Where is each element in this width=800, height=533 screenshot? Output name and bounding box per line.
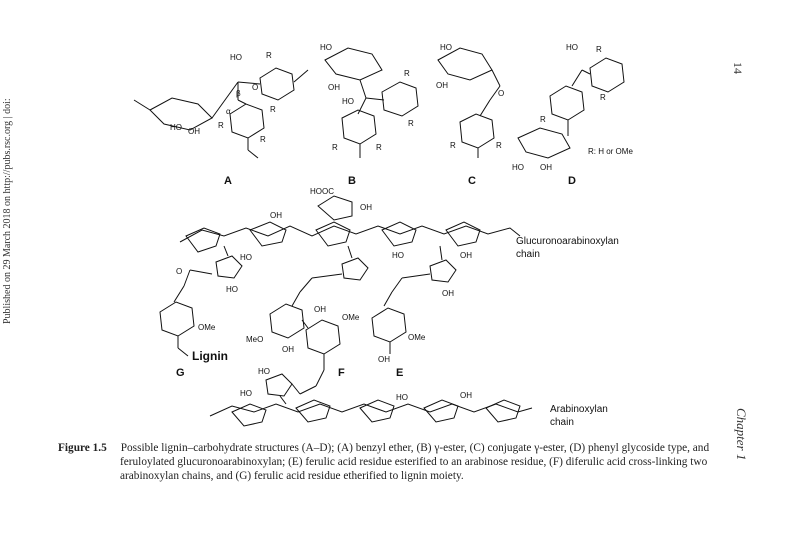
arabinoxylan-chain: HO HO HO OH Arabinoxylan chain (209, 367, 608, 428)
structure-c: HO OH O R R C (436, 43, 504, 187)
atom-r: R (540, 115, 546, 124)
atom-oh: OH (460, 251, 472, 260)
atom-ho: HO (512, 163, 524, 172)
atom-r: R (376, 143, 382, 152)
structure-label-f: F (338, 367, 345, 379)
atom-ome: OMe (198, 323, 216, 332)
substituent-note: R: H or OMe (588, 147, 633, 156)
atom-beta: β (236, 89, 241, 98)
atom-oh: OH (460, 391, 472, 400)
atom-ho: HO (342, 97, 354, 106)
running-header-chapter: Chapter 1 (734, 408, 749, 461)
atom-ho: HO (258, 367, 270, 376)
structure-label-e: E (396, 367, 403, 379)
chain-label-glucuronoarabinoxylan-line2: chain (516, 249, 540, 260)
atom-r: R (408, 119, 414, 128)
publication-margin-note: Published on 29 March 2018 on http://pub… (2, 98, 13, 324)
atom-ho: HO (396, 393, 408, 402)
atom-o: O (252, 83, 258, 92)
structure-label-d: D (568, 175, 576, 187)
figure-caption-text: Possible lignin–carbohydrate structures … (120, 442, 710, 482)
chain-label-glucuronoarabinoxylan-line1: Glucuronoarabinoxylan (516, 236, 619, 247)
atom-r: R (596, 45, 602, 54)
atom-o: O (176, 267, 182, 276)
structure-label-c: C (468, 175, 476, 187)
atom-oh: OH (188, 127, 200, 136)
atom-oh: OH (328, 83, 340, 92)
atom-ho: HO (566, 43, 578, 52)
atom-ho: HO (440, 43, 452, 52)
figure-caption-tag: Figure 1.5 (58, 442, 107, 454)
atom-r: R (600, 93, 606, 102)
atom-o: O (498, 89, 504, 98)
atom-r: R (450, 141, 456, 150)
atom-ho: HO (230, 53, 242, 62)
structure-label-g: G (176, 367, 185, 379)
structure-d: HO R R R HO OH R: H or OMe D (512, 43, 633, 187)
atom-meo: MeO (246, 335, 263, 344)
atom-r: R (496, 141, 502, 150)
atom-r: R (332, 143, 338, 152)
atom-r: R (260, 135, 266, 144)
atom-ho: HO (240, 253, 252, 262)
atom-r: R (404, 69, 410, 78)
atom-oh: OH (442, 289, 454, 298)
page-number: 14 (731, 62, 745, 74)
atom-r: R (218, 121, 224, 130)
atom-ho: HO (392, 251, 404, 260)
atom-oh: OH (540, 163, 552, 172)
structure-a: HO R R O HO OH R R β α A (133, 51, 309, 187)
structure-g: OMe O Lignin G (159, 267, 228, 379)
figure-lignin-carbohydrate-structures: HO R R O HO OH R R β α A HO OH HO R R R (133, 43, 633, 428)
atom-oh: OH (378, 355, 390, 364)
structure-label-b: B (348, 175, 356, 187)
atom-ome: OMe (342, 313, 360, 322)
atom-oh: OH (282, 345, 294, 354)
atom-oh: OH (360, 203, 372, 212)
atom-ome: OMe (408, 333, 426, 342)
atom-ho: HO (320, 43, 332, 52)
atom-r: R (270, 105, 276, 114)
atom-alpha: α (226, 107, 231, 116)
structure-label-a: A (224, 175, 232, 187)
structure-f: MeO OH OH OMe F (246, 273, 360, 395)
atom-ho: HO (240, 389, 252, 398)
atom-oh: OH (436, 81, 448, 90)
chain-label-arabinoxylan-line1: Arabinoxylan (550, 404, 608, 415)
chain-label-arabinoxylan-line2: chain (550, 417, 574, 428)
atom-oh: OH (270, 211, 282, 220)
atom-ho: HO (170, 123, 182, 132)
glucuronoarabinoxylan-chain: HOOC OH OH HO HO OH HO OH Glucuronoarabi… (179, 187, 619, 298)
lignin-label: Lignin (192, 349, 228, 363)
figure-caption: Figure 1.5 Possible lignin–carbohydrate … (58, 441, 726, 483)
atom-oh: OH (314, 305, 326, 314)
structure-b: HO OH HO R R R R B (320, 43, 419, 187)
structure-e: OMe OH E (371, 273, 431, 379)
atom-r: R (266, 51, 272, 60)
atom-ho: HO (226, 285, 238, 294)
atom-hooc: HOOC (310, 187, 334, 196)
